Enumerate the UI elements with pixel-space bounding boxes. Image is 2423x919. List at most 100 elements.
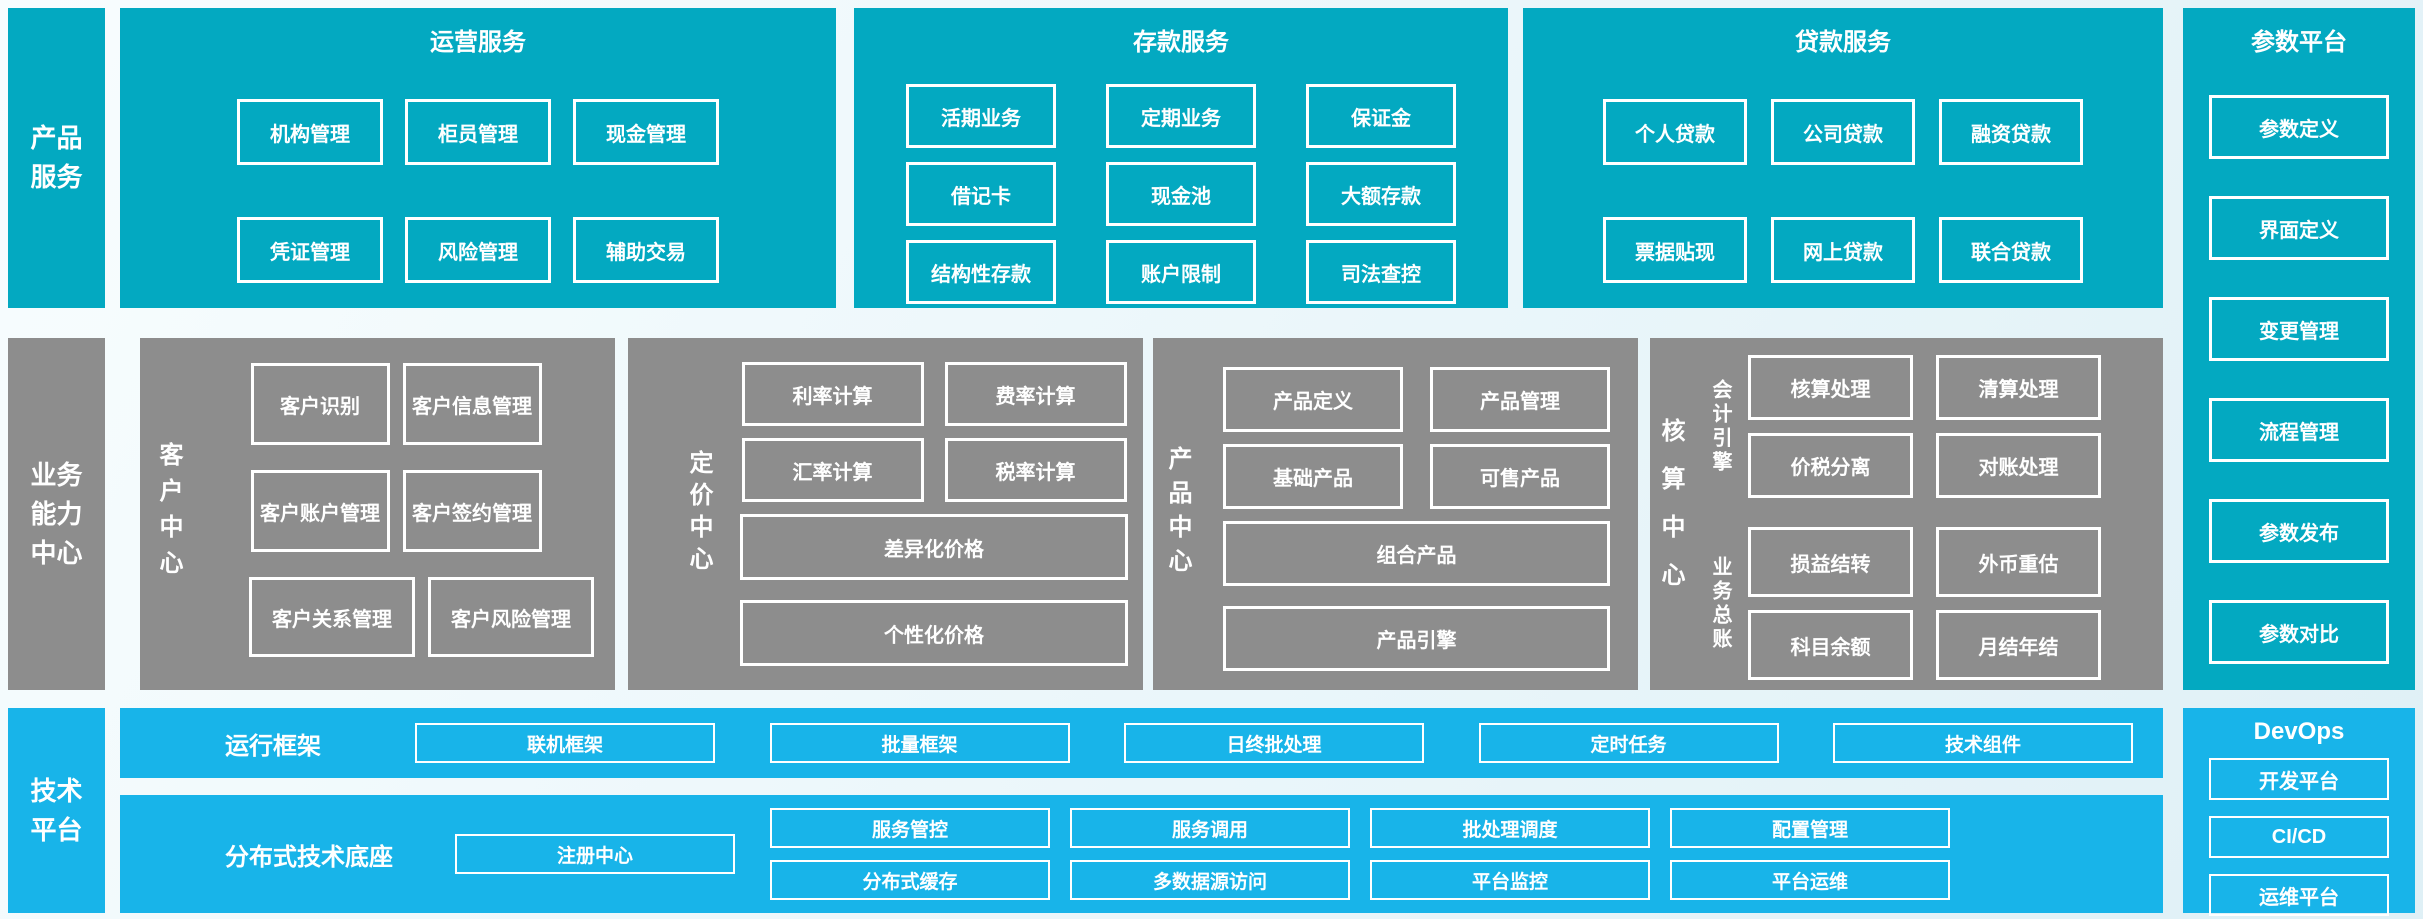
capability-box: 客户识别 xyxy=(250,363,390,445)
service-box: 参数对比 xyxy=(2209,600,2389,664)
business-ledger-label: 业务总账 xyxy=(1709,555,1731,652)
customer-center-label: 客户中心 xyxy=(155,442,182,586)
tech-box: 批处理调度 xyxy=(1370,808,1650,848)
tech-box: 开发平台 xyxy=(2209,758,2389,800)
tech-box: 配置管理 xyxy=(1670,808,1950,848)
capability-box: 外币重估 xyxy=(1936,527,2101,597)
tech-box: 批量框架 xyxy=(769,723,1070,763)
service-box: 辅助交易 xyxy=(573,217,719,283)
business-capability-row-label-text: 业务能力中心 xyxy=(30,459,83,568)
service-box: 现金池 xyxy=(1106,162,1256,226)
capability-box: 客户信息管理 xyxy=(402,363,542,445)
capability-box: 利率计算 xyxy=(741,362,924,426)
capability-box: 基础产品 xyxy=(1223,444,1403,509)
product-center-label: 产品中心 xyxy=(1164,446,1191,582)
capability-box: 客户签约管理 xyxy=(402,470,542,552)
section-accounting-center: 核算中心 会计引擎 核算处理 清算处理 价税分离 对账处理 业务总账 xyxy=(1650,338,2163,690)
service-box: 柜员管理 xyxy=(405,99,551,165)
service-box: 变更管理 xyxy=(2209,297,2389,361)
service-box: 界面定义 xyxy=(2209,196,2389,260)
tech-box: 分布式缓存 xyxy=(770,860,1050,900)
capability-box: 价税分离 xyxy=(1748,433,1913,498)
tech-box: 联机框架 xyxy=(415,723,715,763)
runtime-framework-label: 运行框架 xyxy=(225,732,321,760)
capability-box: 月结年结 xyxy=(1936,610,2101,680)
section-parameter-platform: 参数平台 参数定义 界面定义 变更管理 流程管理 参数发布 参数对比 xyxy=(2183,8,2415,690)
section-loan-services: 贷款服务 个人贷款 公司贷款 融资贷款 票据贴现 网上贷款 联合贷款 xyxy=(1523,8,2163,308)
service-box: 凭证管理 xyxy=(237,217,383,283)
service-box: 借记卡 xyxy=(906,162,1056,226)
section-distributed-base: 分布式技术底座 注册中心 服务管控 服务调用 批处理调度 配置管理 分布式缓存 … xyxy=(120,795,2163,913)
section-operations-services: 运营服务 机构管理 柜员管理 现金管理 凭证管理 风险管理 辅助交易 xyxy=(120,8,836,308)
service-box: 个人贷款 xyxy=(1603,99,1747,165)
service-box: 定期业务 xyxy=(1106,84,1256,148)
tech-box: 平台运维 xyxy=(1670,860,1950,900)
service-box: 大额存款 xyxy=(1306,162,1456,226)
capability-box: 产品管理 xyxy=(1430,367,1610,432)
service-box: 结构性存款 xyxy=(906,240,1056,304)
capability-box: 汇率计算 xyxy=(741,438,924,502)
capability-box: 客户账户管理 xyxy=(250,470,390,552)
service-box: 参数发布 xyxy=(2209,499,2389,563)
loan-services-title: 贷款服务 xyxy=(1795,29,1891,56)
registry-center-box: 注册中心 xyxy=(455,834,735,874)
capability-box: 损益结转 xyxy=(1748,527,1913,597)
tech-box: 技术组件 xyxy=(1833,723,2133,763)
section-customer-center: 客户中心 客户识别 客户信息管理 客户账户管理 客户签约管理 客户关系管理 客户… xyxy=(140,338,615,690)
tech-box: CI/CD xyxy=(2209,816,2389,858)
distributed-base-label: 分布式技术底座 xyxy=(225,843,393,871)
service-box: 活期业务 xyxy=(906,84,1056,148)
tech-box: 日终批处理 xyxy=(1124,723,1424,763)
business-capability-row-label: 业务能力中心 xyxy=(8,338,105,690)
capability-box: 税率计算 xyxy=(944,438,1127,502)
parameter-platform-title: 参数平台 xyxy=(2251,29,2347,56)
service-box: 流程管理 xyxy=(2209,398,2389,462)
section-runtime-framework: 运行框架 联机框架 批量框架 日终批处理 定时任务 技术组件 xyxy=(120,708,2163,778)
tech-platform-row-label-text: 技术平台 xyxy=(30,775,83,845)
capability-box: 核算处理 xyxy=(1748,355,1913,420)
pricing-center-label: 定价中心 xyxy=(685,450,712,578)
section-deposit-services: 存款服务 活期业务 定期业务 保证金 借记卡 现金池 大额存款 结构性存款 账户… xyxy=(854,8,1508,308)
service-box: 融资贷款 xyxy=(1939,99,2083,165)
capability-box: 费率计算 xyxy=(944,362,1127,426)
service-box: 网上贷款 xyxy=(1771,217,1915,283)
capability-box: 组合产品 xyxy=(1223,521,1610,586)
service-box: 司法查控 xyxy=(1306,240,1456,304)
service-box: 参数定义 xyxy=(2209,95,2389,159)
section-devops: DevOps 开发平台 CI/CD 运维平台 xyxy=(2183,708,2415,916)
tech-platform-row-label: 技术平台 xyxy=(8,708,105,913)
tech-box: 定时任务 xyxy=(1478,723,1779,763)
tech-box: 服务管控 xyxy=(770,808,1050,848)
accounting-center-label: 核算中心 xyxy=(1657,418,1684,610)
service-box: 机构管理 xyxy=(237,99,383,165)
service-box: 联合贷款 xyxy=(1939,217,2083,283)
service-box: 保证金 xyxy=(1306,84,1456,148)
capability-box: 客户风险管理 xyxy=(428,577,594,657)
capability-box: 科目余额 xyxy=(1748,610,1913,680)
section-pricing-center: 定价中心 利率计算 费率计算 汇率计算 税率计算 差异化价格 个性化价格 xyxy=(628,338,1143,690)
tech-box: 多数据源访问 xyxy=(1070,860,1350,900)
capability-box: 清算处理 xyxy=(1936,355,2101,420)
capability-box: 产品定义 xyxy=(1223,367,1403,432)
capability-box: 差异化价格 xyxy=(740,514,1128,580)
deposit-services-title: 存款服务 xyxy=(1133,29,1229,56)
product-services-row-label: 产品服务 xyxy=(8,8,105,308)
service-box: 现金管理 xyxy=(573,99,719,165)
service-box: 票据贴现 xyxy=(1603,217,1747,283)
capability-box: 个性化价格 xyxy=(740,600,1128,666)
tech-box: 平台监控 xyxy=(1370,860,1650,900)
capability-box: 对账处理 xyxy=(1936,433,2101,498)
capability-box: 客户关系管理 xyxy=(249,577,415,657)
devops-title: DevOps xyxy=(2253,718,2345,745)
capability-box: 可售产品 xyxy=(1430,444,1610,509)
service-box: 账户限制 xyxy=(1106,240,1256,304)
section-product-center: 产品中心 产品定义 产品管理 基础产品 可售产品 组合产品 产品引擎 xyxy=(1153,338,1638,690)
tech-box: 运维平台 xyxy=(2209,874,2389,916)
product-services-row-label-text: 产品服务 xyxy=(30,123,83,192)
tech-box: 服务调用 xyxy=(1070,808,1350,848)
service-box: 公司贷款 xyxy=(1771,99,1915,165)
operations-services-title: 运营服务 xyxy=(430,29,526,56)
capability-box: 产品引擎 xyxy=(1223,606,1610,671)
accounting-engine-label: 会计引擎 xyxy=(1709,378,1731,475)
